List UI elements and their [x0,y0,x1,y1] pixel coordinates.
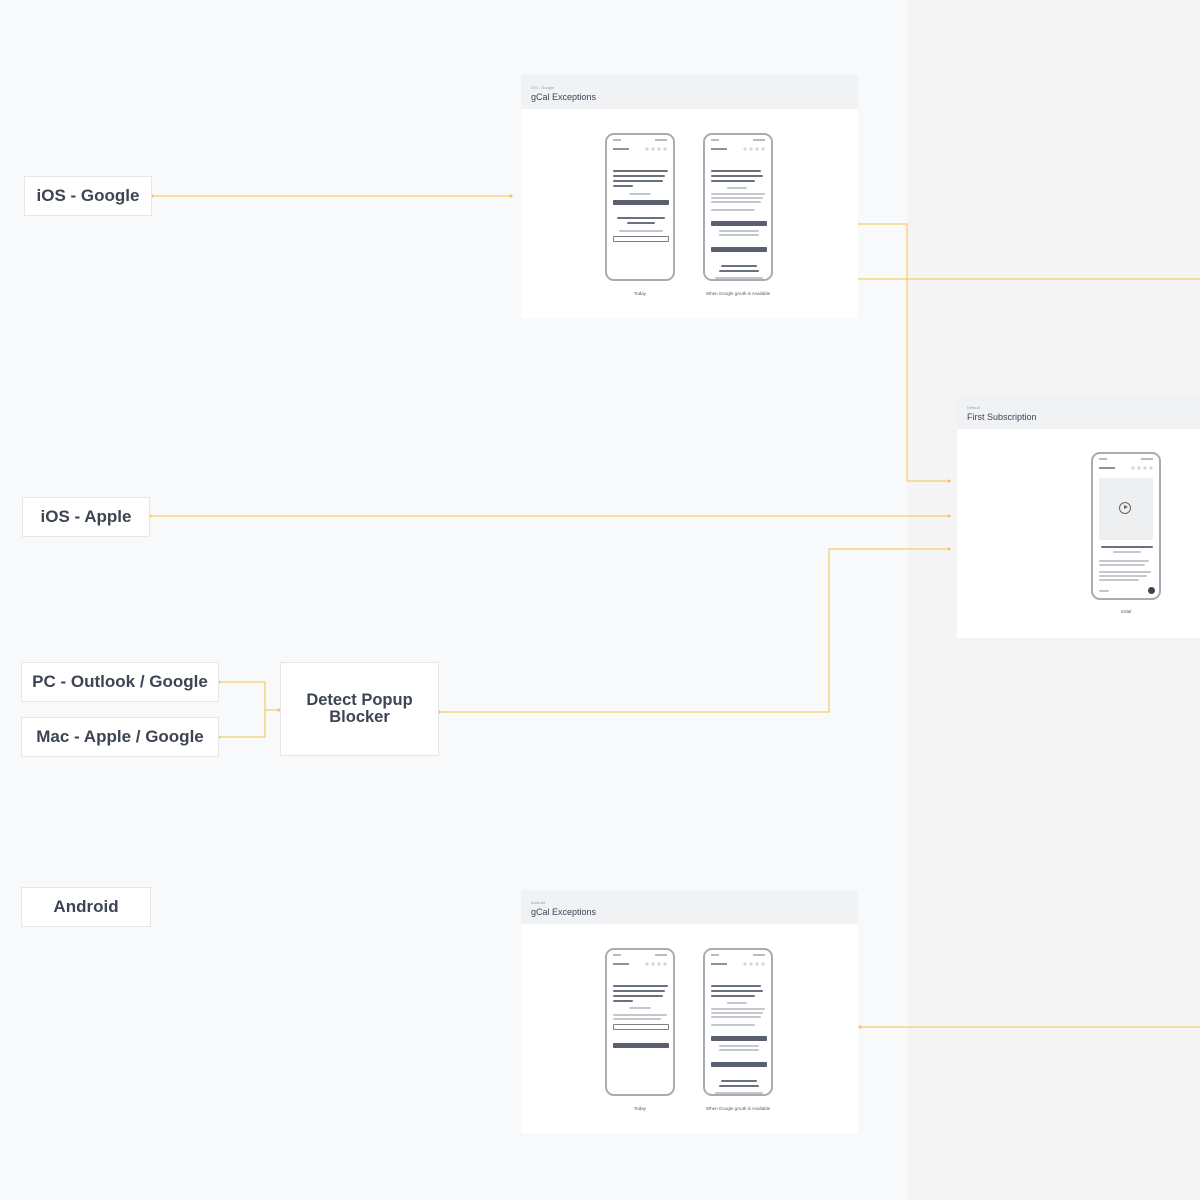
frame-android-gcal-exceptions[interactable]: Android gCal Exceptions Today When Googl… [521,890,858,1133]
phone-caption: Initial [1120,609,1132,614]
phone-mockup-today[interactable] [605,948,675,1096]
node-label: iOS - Google [36,186,140,205]
video-placeholder[interactable] [1099,478,1153,540]
node-label: Detect Popup Blocker [306,691,413,726]
play-icon[interactable] [1119,502,1131,514]
frame-tag: Default [967,405,980,410]
phone-caption: Today [633,1106,646,1111]
connector-detect-to-subscription [438,548,950,713]
node-label: Mac - Apple / Google [36,727,204,746]
phone-mockup-gauth-available[interactable] [703,948,773,1096]
node-ios-google[interactable]: iOS - Google [24,176,152,216]
frame-title: First Subscription [967,412,1037,422]
phone-caption: Today [633,291,646,296]
node-label: PC - Outlook / Google [32,672,208,691]
connector-pc-to-detect [219,681,280,711]
phone-caption: When Google gAuth is Available [705,1106,771,1111]
frame-title: gCal Exceptions [531,907,597,917]
node-mac-apple-google[interactable]: Mac - Apple / Google [21,717,219,757]
connector-mac-to-detect [219,710,266,738]
frame-header: Default First Subscription [957,395,1200,429]
node-detect-popup-blocker[interactable]: Detect Popup Blocker [280,662,439,756]
frame-first-subscription[interactable]: Default First Subscription Initial [957,395,1200,638]
frame-title: gCal Exceptions [531,92,597,102]
avatar[interactable] [1148,587,1155,594]
phone-caption: When Google gAuth is Available [705,291,771,296]
phone-mockup-initial[interactable] [1091,452,1161,600]
frame-header: iOS - Google gCal Exceptions [521,75,858,109]
phone-mockup-today[interactable] [605,133,675,281]
frame-ios-google-gcal-exceptions[interactable]: iOS - Google gCal Exceptions Today When … [521,75,858,318]
node-ios-apple[interactable]: iOS - Apple [22,497,150,537]
node-label: iOS - Apple [40,507,132,526]
frame-tag: Android [531,900,545,905]
node-label: Android [53,897,119,916]
node-pc-outlook-google[interactable]: PC - Outlook / Google [21,662,219,702]
phone-mockup-gauth-available[interactable] [703,133,773,281]
frame-header: Android gCal Exceptions [521,890,858,924]
node-android[interactable]: Android [21,887,151,927]
frame-tag: iOS - Google [531,85,555,90]
